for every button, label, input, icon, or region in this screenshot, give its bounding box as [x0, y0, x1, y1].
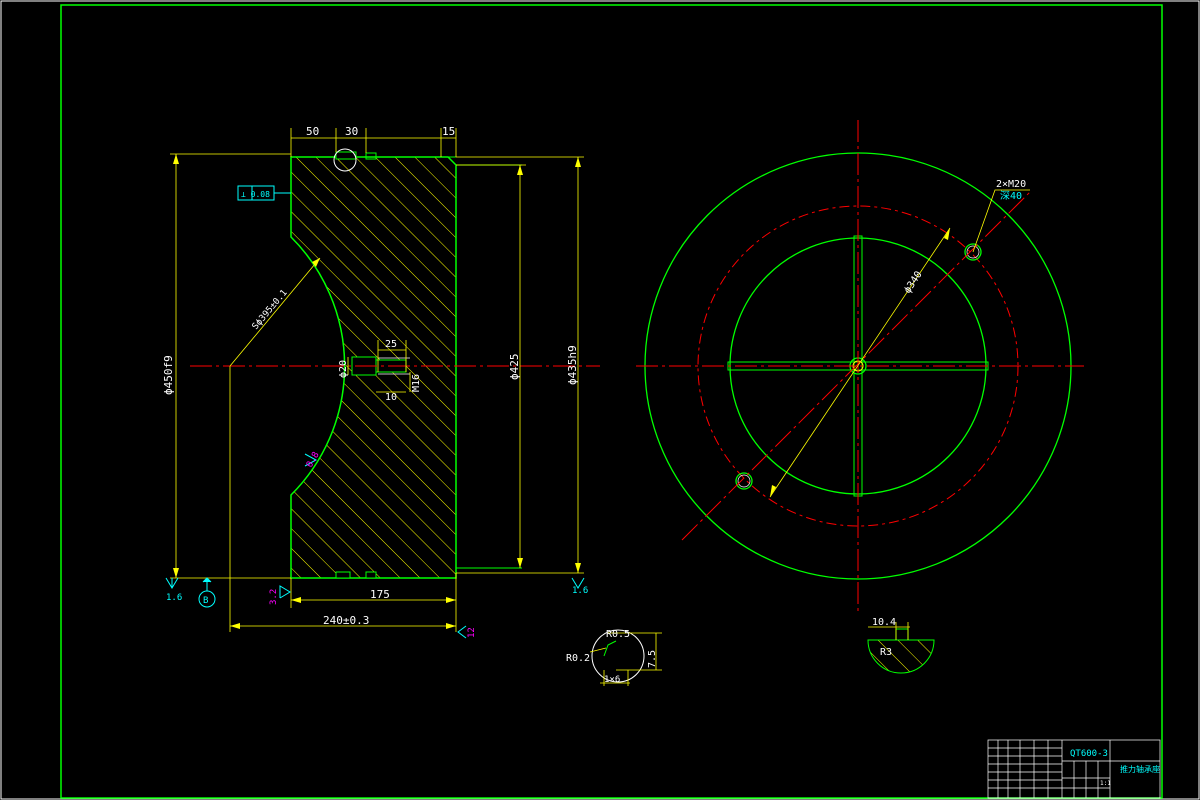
dim-dia-435: ϕ435h9	[566, 345, 579, 385]
bolt-hole-2	[735, 472, 753, 490]
detail-r05: R0.5	[606, 629, 630, 640]
end-view	[636, 120, 1084, 612]
detail-r3: R3	[880, 647, 892, 658]
part-name: 推力轴承座	[1120, 764, 1160, 774]
dim-bottom-240: 240±0.3	[323, 614, 369, 627]
dim-sphere: Sϕ395±0.1	[251, 288, 290, 332]
roughness-16-left: 1.6	[166, 593, 182, 603]
holes-depth: 深40	[1000, 190, 1022, 202]
title-block	[987, 739, 1161, 799]
roughness-symbols	[165, 453, 585, 639]
section-view	[190, 148, 600, 579]
dimension-lines	[170, 128, 584, 632]
dim-top-50: 50	[306, 125, 319, 138]
dim-top-30: 30	[345, 125, 358, 138]
dim-tap-10: 10	[385, 392, 397, 403]
arrowheads	[173, 154, 581, 629]
datum-b-label: B	[203, 596, 208, 606]
drawing-number: QT600-3	[1070, 749, 1108, 759]
dim-bottom-175: 175	[370, 588, 390, 601]
detail-x6: 1×6	[604, 675, 620, 685]
bolt-hole-1	[964, 243, 982, 261]
detail-b	[867, 622, 935, 674]
detail-104: 10.4	[872, 617, 896, 628]
drawing-border	[60, 4, 1163, 799]
dim-tap-25: 25	[385, 339, 397, 350]
dim-tap-dia20: ϕ20	[338, 360, 349, 378]
holes-note: 2×M20	[996, 179, 1026, 190]
dim-dia-450: ϕ450f9	[162, 355, 175, 395]
roughness-12: 12	[467, 627, 477, 638]
tolerance-frame: ⊥ 0.08	[237, 185, 291, 201]
svg-text:⊥ 0.08: ⊥ 0.08	[241, 190, 270, 199]
scale-value: 1:1	[1100, 780, 1111, 787]
detail-a	[589, 629, 662, 686]
dim-dia-425: ϕ425	[508, 354, 521, 381]
detail-r02: R0.2	[566, 653, 590, 664]
roughness-32: 3.2	[269, 589, 279, 605]
detail-75: 7.5	[647, 650, 658, 668]
roughness-16-right: 1.6	[572, 586, 588, 596]
dim-top-15: 15	[442, 125, 455, 138]
dim-tap-m16: M16	[411, 374, 422, 392]
pcd-label: ϕ340	[902, 269, 924, 295]
